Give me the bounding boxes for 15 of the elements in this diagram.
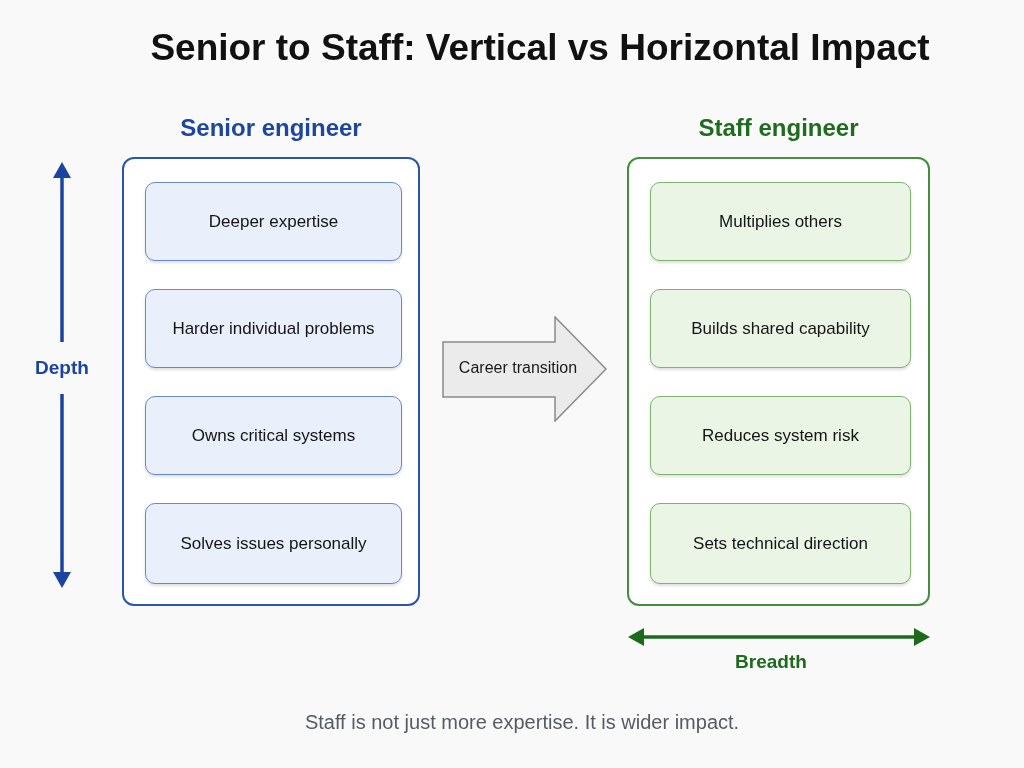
role-card: Deeper expertise [145,182,402,261]
role-card: Builds shared capability [650,289,911,368]
column-heading: Senior engineer [180,114,362,142]
role-card: Multiplies others [650,182,911,261]
role-card: Reduces system risk [650,396,911,475]
role-card: Harder individual problems [145,289,402,368]
role-card: Sets technical direction [650,503,911,584]
axis-label: Depth [35,357,89,379]
block-arrow: Career transition [442,316,607,422]
caption: Staff is not just more expertise. It is wider impact. [304,710,740,734]
role-card: Owns critical systems [145,396,402,475]
column-heading: Staff engineer [698,114,859,142]
axis-label: Breadth [735,651,807,673]
role-card: Solves issues personally [145,503,402,584]
title: Senior to Staff: Vertical vs Horizontal Impact [150,27,930,69]
